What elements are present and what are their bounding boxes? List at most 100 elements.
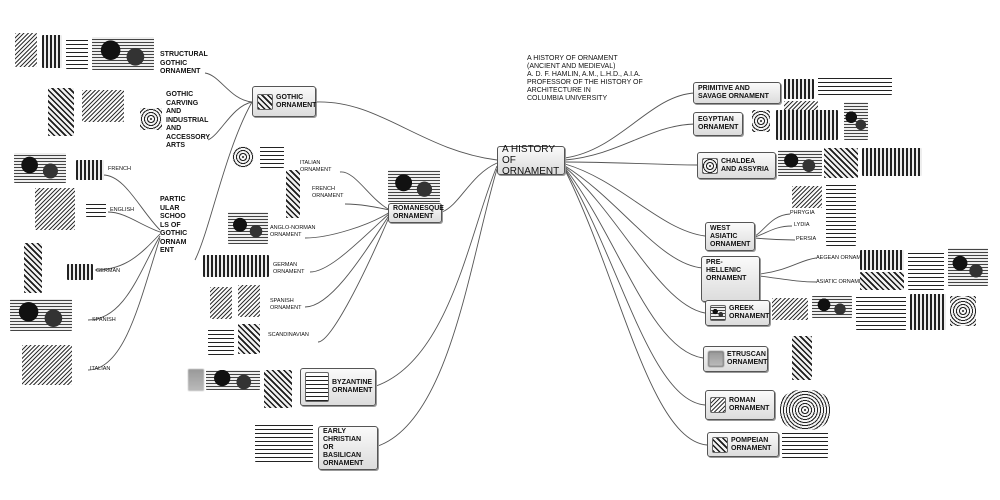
ornament-image [238,285,260,317]
title-line: ARCHITECTURE IN [527,87,591,94]
ornament-image [264,370,292,408]
etruscan-thumbnail-icon [708,351,724,367]
west-asiatic-label: WEST ASIATIC ORNAMENT [710,224,751,248]
ornament-image [140,108,162,130]
ornament-image [950,296,976,326]
west-asiatic-ornament-node[interactable]: WEST ASIATIC ORNAMENT [705,222,755,251]
early-christian-label: EARLY CHRISTIAN OR BASILICAN ORNAMENT [323,428,364,467]
ornament-image [286,170,300,218]
title-line: A HISTORY OF ORNAMENT [527,55,618,62]
ornament-image [82,90,124,122]
chaldea-assyria-node[interactable]: CHALDEA AND ASSYRIA [697,152,776,179]
romanesque-ornament-node[interactable]: ROMANESQUE ORNAMENT [388,203,444,223]
egyptian-label: EGYPTIAN ORNAMENT [698,116,739,131]
romanesque-anglo-norman-label: ANGLO-NORMAN ORNAMENT [270,225,316,238]
ornament-image [67,264,93,280]
ornament-image [948,248,988,286]
lydia-label: LYDIA [794,222,810,228]
egyptian-ornament-node[interactable]: EGYPTIAN ORNAMENT [693,112,743,136]
ornament-image [228,212,268,244]
early-christian-ornament-node[interactable]: EARLY CHRISTIAN OR BASILICAN ORNAMENT [318,426,378,470]
ornament-image [862,148,922,176]
ornament-image [66,37,88,69]
ornament-image [908,250,944,290]
asiatic-ornament-label: ASIATIC ORNAMENT [816,279,870,285]
byzantine-ornament-node[interactable]: BYZANTINE ORNAMENT [300,368,376,406]
romanesque-german-label: GERMAN ORNAMENT [273,262,305,275]
title-line: (ANCIENT AND MEDIEVAL) [527,63,616,70]
ornament-image [206,370,260,390]
school-spanish-label: SPANISH [92,317,116,323]
romanesque-french-label: FRENCH ORNAMENT [312,186,344,199]
ornament-image [778,150,822,176]
ornament-image [818,77,892,95]
particular-schools-label: PARTIC ULAR SCHOO LS OF GOTHIC ORNAM ENT [160,196,188,254]
ornament-image [86,203,106,217]
ornament-image [772,298,808,320]
school-english-label: ENGLISH [110,207,135,213]
ornament-image [776,110,838,140]
primitive-savage-ornament-node[interactable]: PRIMITIVE AND SAVAGE ORNAMENT [693,82,781,104]
pompeian-thumbnail-icon [712,436,728,453]
ornament-image [203,255,269,277]
ornament-image [792,186,822,208]
root-label: A HISTORY OF ORNAMENT [502,144,560,177]
ornament-image [10,299,72,331]
title-line: COLUMBIA UNIVERSITY [527,95,608,102]
gothic-carving-label: GOTHIC CARVING AND INDUSTRIAL AND ACCESS… [166,91,210,149]
pre-hellenic-ornament-node[interactable]: PRE-HELLENIC ORNAMENT [701,256,760,302]
school-german-label: GERMAN [96,268,121,274]
roman-thumbnail-icon [710,397,726,413]
aegean-ornament-label: AEGEAN ORNAMENT [816,255,872,261]
gothic-thumbnail-icon [257,93,273,110]
ornament-image [14,153,66,183]
ornament-image [22,345,72,385]
romanesque-spanish-label: SPANISH ORNAMENT [270,298,302,311]
title-line: A. D. F. HAMLIN, A.M., L.H.D., A.I.A. [527,71,641,78]
school-italian-label: ITALIAN [90,366,111,372]
ornament-image [910,294,946,330]
book-title-block: A HISTORY OF ORNAMENT (ANCIENT AND MEDIE… [527,55,662,103]
greek-label: GREEK ORNAMENT [729,305,770,320]
ornament-image [860,250,904,270]
chaldea-label: CHALDEA AND ASSYRIA [721,157,769,173]
ornament-image [812,296,852,318]
etruscan-ornament-node[interactable]: ETRUSCAN ORNAMENT [703,346,768,372]
ornament-image [752,110,770,132]
ornament-image [76,160,104,180]
pre-hellenic-label: PRE-HELLENIC ORNAMENT [706,259,747,282]
ornament-image [255,422,313,462]
ornament-image [210,287,232,319]
ornament-image [824,148,858,178]
ornament-image [826,184,856,246]
school-french-label: FRENCH [108,166,131,172]
romanesque-italian-label: ITALIAN ORNAMENT [300,160,332,173]
pompeian-label: POMPEIAN ORNAMENT [731,436,772,452]
ornament-image [856,294,906,330]
ornament-image [48,88,74,136]
greek-ornament-node[interactable]: GREEK ORNAMENT [705,300,770,326]
roman-label: ROMAN ORNAMENT [729,397,770,412]
romanesque-label: ROMANESQUE ORNAMENT [393,205,444,220]
ornament-image [15,33,37,67]
roman-ornament-node[interactable]: ROMAN ORNAMENT [705,390,775,420]
gothic-ornament-node[interactable]: GOTHIC ORNAMENT [252,86,316,117]
chaldea-thumbnail-icon [702,157,718,174]
greek-thumbnail-icon [710,305,726,321]
ornament-image [792,336,812,380]
ornament-image [388,170,440,202]
ornament-image [35,188,75,230]
phrygia-label: PHRYGIA [790,210,815,216]
ornament-image [42,35,62,68]
pompeian-ornament-node[interactable]: POMPEIAN ORNAMENT [707,432,779,457]
romanesque-scandinavian-label: SCANDINAVIAN [268,332,309,338]
gothic-label: GOTHIC ORNAMENT [276,93,317,109]
ornament-image [260,146,284,168]
root-node[interactable]: A HISTORY OF ORNAMENT [497,144,565,177]
persia-label: PERSIA [796,236,817,242]
ornament-image [784,79,814,99]
etruscan-label: ETRUSCAN ORNAMENT [727,351,768,366]
ornament-image [780,390,830,430]
structural-gothic-label: STRUCTURAL GOTHIC ORNAMENT [160,51,208,75]
